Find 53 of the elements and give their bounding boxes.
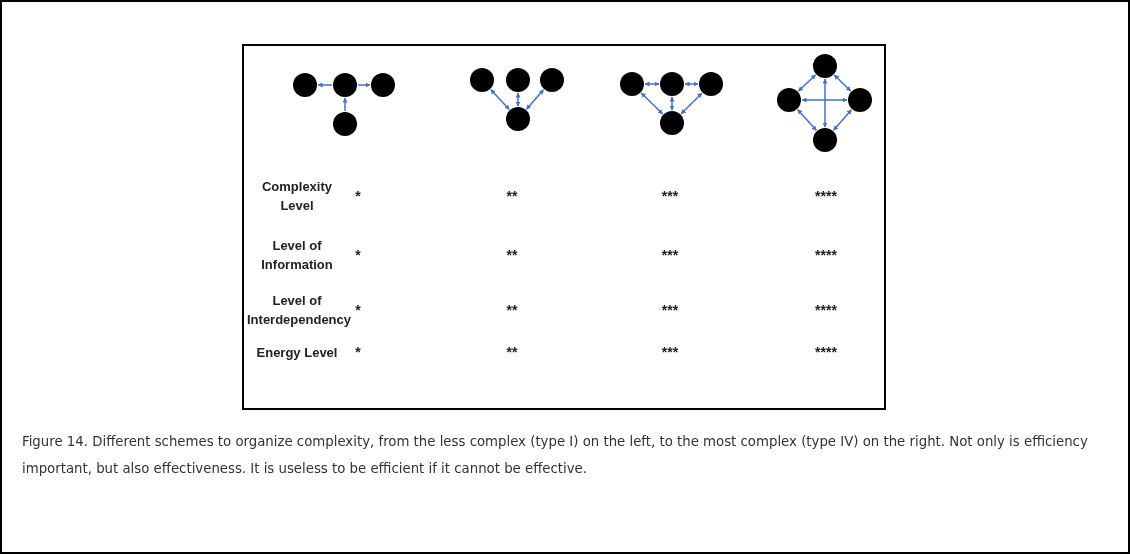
network-node-circle bbox=[699, 72, 723, 96]
arrow bbox=[669, 96, 675, 111]
arrow bbox=[797, 74, 817, 92]
network-node-circle bbox=[506, 107, 530, 131]
rating-stars: **** bbox=[815, 188, 837, 204]
arrow bbox=[644, 81, 660, 87]
arrow bbox=[833, 74, 852, 92]
network-node-circle bbox=[813, 54, 837, 78]
arrow bbox=[515, 92, 521, 107]
network-node-circle bbox=[540, 68, 564, 92]
row-header: Complexity Level bbox=[260, 178, 334, 215]
arrow bbox=[640, 92, 664, 115]
arrow bbox=[801, 97, 848, 103]
arrow bbox=[832, 109, 853, 131]
arrow bbox=[357, 82, 371, 88]
rating-stars: **** bbox=[815, 247, 837, 263]
arrow bbox=[525, 89, 545, 110]
rating-stars: ** bbox=[506, 302, 518, 318]
arrow bbox=[684, 81, 699, 87]
rating-stars: * bbox=[355, 188, 361, 204]
network-node-circle bbox=[371, 73, 395, 97]
arrow bbox=[317, 82, 333, 88]
arrow bbox=[796, 108, 818, 132]
network-node-circle bbox=[660, 72, 684, 96]
rating-stars: *** bbox=[661, 302, 679, 318]
network-node-circle bbox=[333, 73, 357, 97]
network-node-circle bbox=[848, 88, 872, 112]
rating-stars: ** bbox=[506, 188, 518, 204]
rating-stars: * bbox=[355, 344, 361, 360]
arrow bbox=[822, 78, 828, 128]
rating-stars: *** bbox=[661, 247, 679, 263]
network-node-circle bbox=[777, 88, 801, 112]
rating-stars: ** bbox=[506, 247, 518, 263]
rating-stars: * bbox=[355, 302, 361, 318]
network-node-circle bbox=[506, 68, 530, 92]
network-node-circle bbox=[333, 112, 357, 136]
network-node-circle bbox=[293, 73, 317, 97]
arrow bbox=[342, 97, 348, 112]
arrow bbox=[680, 92, 703, 115]
row-header: Level of Information bbox=[260, 237, 334, 274]
network-node-circle bbox=[813, 128, 837, 152]
network-node-circle bbox=[620, 72, 644, 96]
network-node-circle bbox=[660, 111, 684, 135]
rating-stars: *** bbox=[661, 188, 679, 204]
rating-stars: **** bbox=[815, 344, 837, 360]
network-node-circle bbox=[470, 68, 494, 92]
rating-stars: ** bbox=[506, 344, 518, 360]
rating-stars: *** bbox=[661, 344, 679, 360]
arrow bbox=[490, 88, 510, 111]
rating-stars: * bbox=[355, 247, 361, 263]
figure-caption: Figure 14. Different schemes to organize complexity, from the less complex (type I) on the left, to the most complex (type IV) on the right. Not only is efficiency important, but also effectiveness. It is useless to be efficient if it cannot be effective. bbox=[22, 433, 1089, 478]
row-header: Energy Level bbox=[255, 343, 339, 362]
rating-stars: **** bbox=[815, 302, 837, 318]
